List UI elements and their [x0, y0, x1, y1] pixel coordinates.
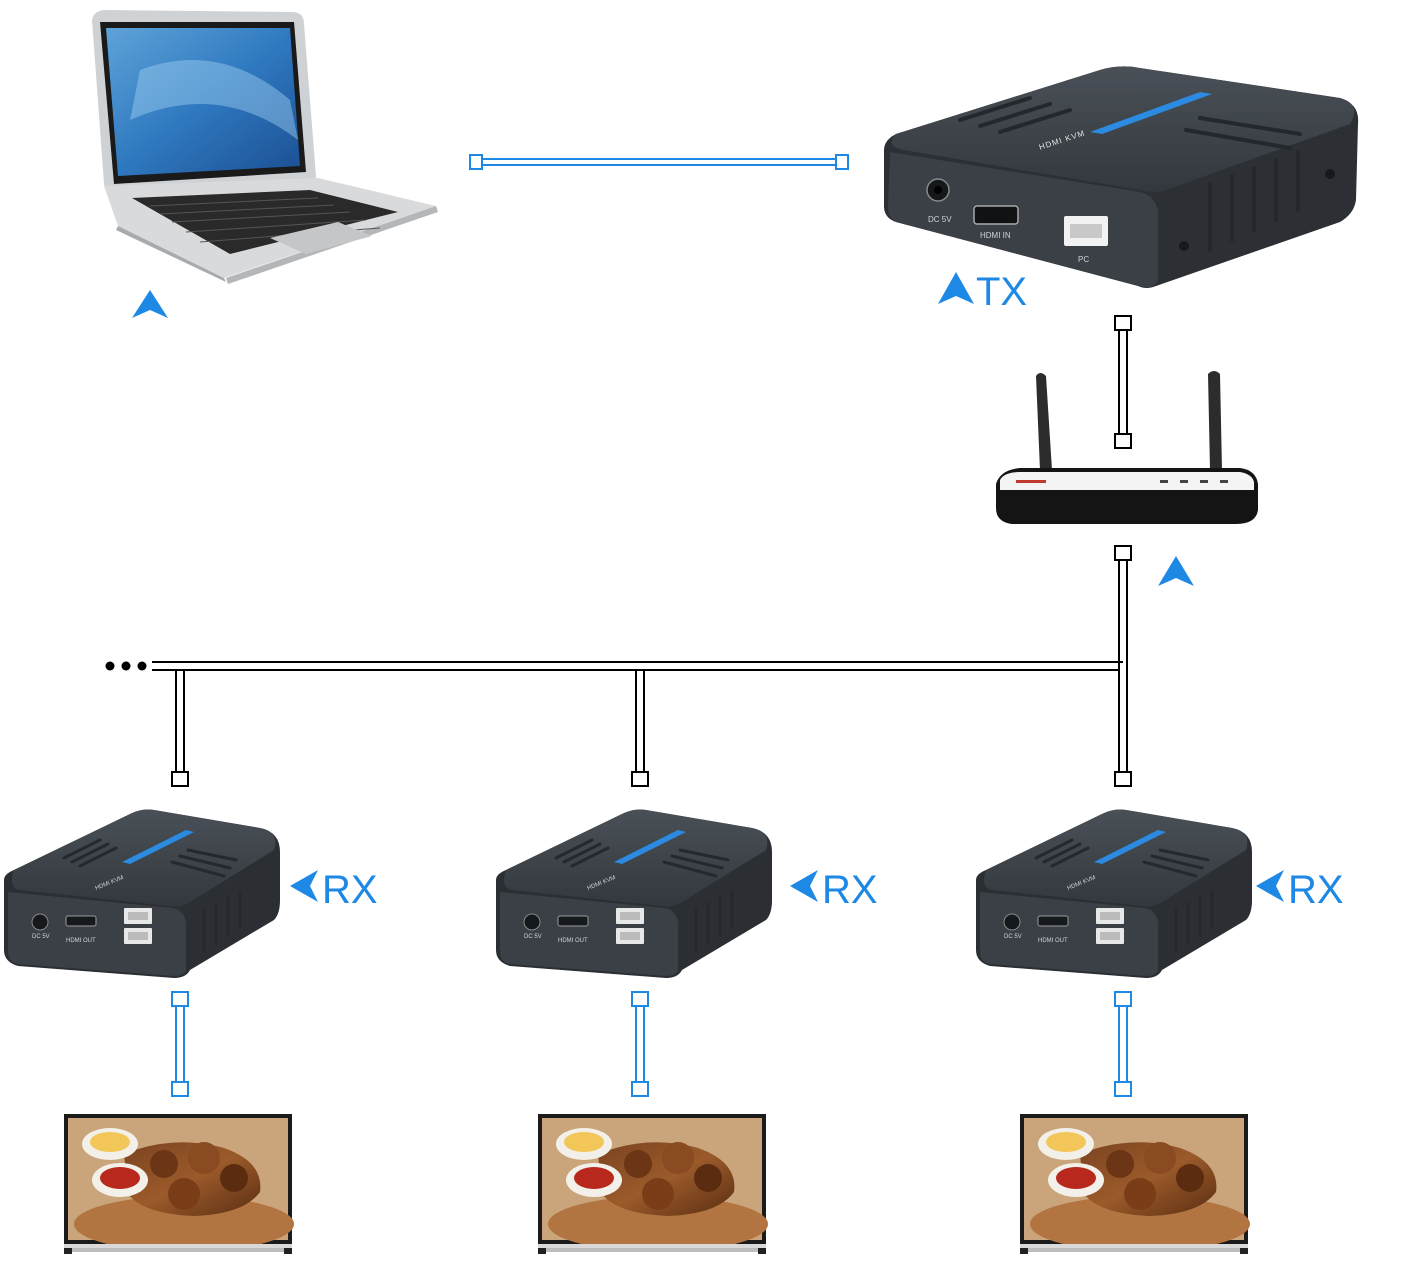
arrow-up-icon: [132, 290, 168, 318]
arrow-up-icon: [1158, 556, 1194, 586]
laptop-icon: [92, 10, 438, 284]
arrow-left-icon: [290, 870, 318, 902]
tv-icon: [64, 1114, 294, 1254]
rx3-port-dc: DC 5V: [1004, 934, 1022, 940]
tx-port-dc: DC 5V: [928, 215, 952, 224]
rx2-port-dc: DC 5V: [524, 934, 542, 940]
receiver-box-2: DC 5V HDMI OUT HDMI KVM: [494, 808, 774, 980]
hdmi-cable-rx2-tv2: [631, 991, 649, 1097]
arrow-left-icon: [790, 870, 818, 902]
tx-port-pc: PC: [1078, 255, 1089, 264]
hdmi-cable-rx3-tv3: [1114, 991, 1132, 1097]
rx1-port-hdmi: HDMI OUT: [66, 938, 96, 944]
hdmi-cable-rx1-tv1: [171, 991, 189, 1097]
arrow-left-icon: [1256, 870, 1284, 902]
hdmi-cable-laptop-tx: [469, 154, 849, 170]
tx-port-hdmi: HDMI IN: [980, 231, 1011, 240]
router-icon: [996, 371, 1258, 524]
transmitter-box: DC 5V HDMI IN PC HDMI KVM: [884, 66, 1359, 289]
rx1-port-dc: DC 5V: [32, 934, 50, 940]
network-cable-router-bus: [1114, 545, 1132, 787]
rx3-port-hdmi: HDMI OUT: [1038, 938, 1068, 944]
tv-icon: [1020, 1114, 1250, 1254]
network-bus: [105, 661, 1123, 787]
receiver-box-1: DC 5V HDMI OUT HDMI KVM: [2, 808, 282, 980]
rx2-port-hdmi: HDMI OUT: [558, 938, 588, 944]
rx2-label: RX: [822, 868, 878, 912]
rx3-label: RX: [1288, 868, 1344, 912]
network-cable-tx-router: [1114, 315, 1132, 449]
tv-icon: [538, 1114, 768, 1254]
rx1-label: RX: [322, 868, 378, 912]
arrow-up-icon: [938, 272, 974, 304]
tx-label: TX: [976, 270, 1027, 314]
receiver-box-3: DC 5V HDMI OUT HDMI KVM: [974, 808, 1254, 980]
